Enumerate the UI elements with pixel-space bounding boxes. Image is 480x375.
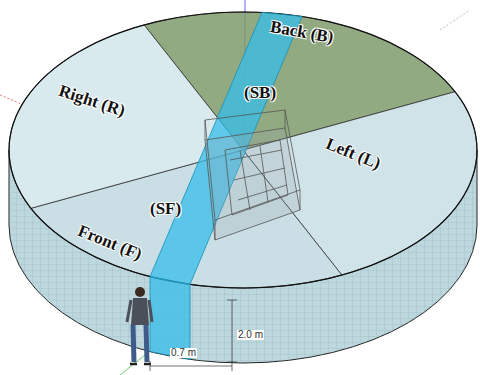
dimension-label: 0.7 m [170,348,197,358]
person-figure [127,287,152,364]
dimension-lines [150,300,237,371]
vehicle-wireframe [205,110,300,240]
sensor-strip [150,12,302,359]
disk-top [9,12,477,288]
dimension-label: 2.0 m [237,330,264,340]
strip-label: (SB) [244,84,276,101]
strip-label: (SF) [150,200,181,217]
